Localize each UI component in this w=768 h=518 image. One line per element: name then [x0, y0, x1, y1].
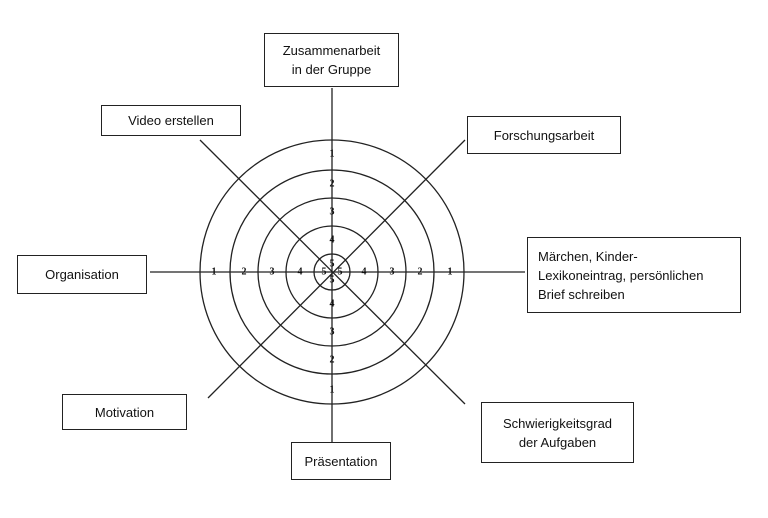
scale-down-2: 2: [330, 355, 335, 366]
scale-left-1: 1: [212, 267, 217, 278]
label-video-erstellen: Video erstellen: [101, 105, 241, 136]
label-schwierigkeitsgrad: Schwierigkeitsgrad der Aufgaben: [481, 402, 634, 463]
label-motivation: Motivation: [62, 394, 187, 430]
scale-right-1: 1: [448, 267, 453, 278]
label-praesentation: Präsentation: [291, 442, 391, 480]
scale-up-3: 3: [330, 207, 335, 218]
scale-right-3: 3: [390, 267, 395, 278]
scale-left-3: 3: [270, 267, 275, 278]
scale-right-4: 4: [362, 267, 367, 278]
scale-left-5: 5: [322, 267, 327, 278]
label-schreiben: Märchen, Kinder- Lexikoneintrag, persönl…: [527, 237, 741, 313]
axis-diagonal-down: [199, 139, 466, 405]
scale-up-2: 2: [330, 179, 335, 190]
scale-up-1: 1: [330, 149, 335, 160]
scale-down-5: 5: [330, 275, 335, 286]
scale-right-5: 5: [338, 267, 343, 278]
scale-down-3: 3: [330, 327, 335, 338]
label-zusammenarbeit: Zusammenarbeit in der Gruppe: [264, 33, 399, 87]
label-forschungsarbeit: Forschungsarbeit: [467, 116, 621, 154]
scale-up-5: 5: [330, 259, 335, 270]
scale-left-4: 4: [298, 267, 303, 278]
scale-right-2: 2: [418, 267, 423, 278]
scale-down-4: 4: [330, 299, 335, 310]
scale-down-1: 1: [330, 385, 335, 396]
axis-diagonal-up: [207, 139, 466, 399]
scale-left-2: 2: [242, 267, 247, 278]
label-organisation: Organisation: [17, 255, 147, 294]
scale-up-4: 4: [330, 235, 335, 246]
